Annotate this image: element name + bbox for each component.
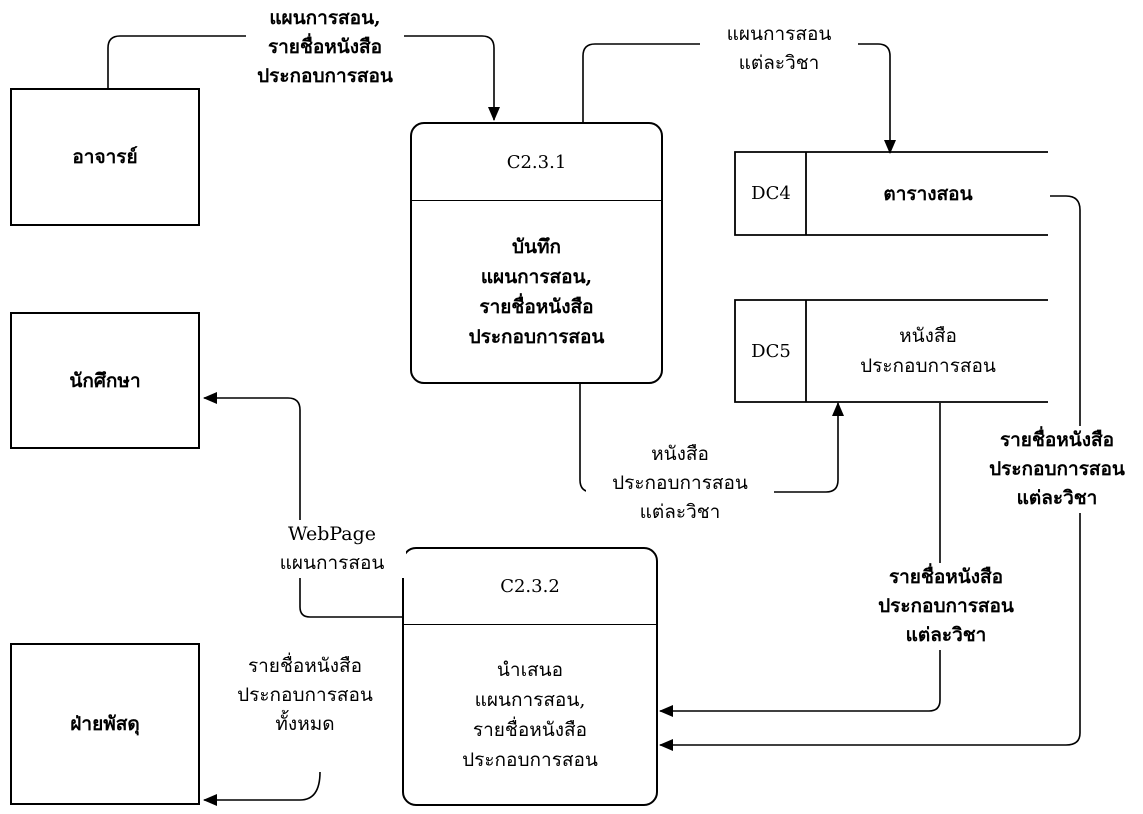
entity-teacher-label: อาจารย์ (72, 146, 138, 168)
flow-line-p2-to-student (203, 392, 402, 618)
store-dc4-name: ตารางสอน (883, 182, 973, 205)
entity-student: นักศึกษา (10, 312, 200, 449)
process-c231: C2.3.1 บันทึก แผนการสอน, รายชื่อหนังสือ … (410, 122, 663, 384)
flow-label-p2-to-student: WebPage แผนการสอน (258, 520, 406, 578)
process-c232-name: นำเสนอ แผนการสอน, รายชื่อหนังสือ ประกอบก… (462, 658, 598, 771)
entity-supplies: ฝ่ายพัสดุ (10, 643, 200, 805)
store-dc5-name: หนังสือ ประกอบการสอน (860, 325, 996, 377)
process-c232: C2.3.2 นำเสนอ แผนการสอน, รายชื่อหนังสือ … (402, 547, 658, 806)
flow-label-teacher-to-p1: แผนการสอน, รายชื่อหนังสือ ประกอบการสอน (246, 4, 404, 91)
flow-label-p1-to-dc5: หนังสือ ประกอบการสอน แต่ละวิชา (586, 440, 774, 527)
flow-label-dc5-to-p2: รายชื่อหนังสือ ประกอบการสอน แต่ละวิชา (852, 563, 1040, 650)
store-dc5-id: DC5 (751, 340, 791, 362)
store-dc5-outline (734, 299, 1048, 403)
entity-teacher: อาจารย์ (10, 88, 200, 226)
store-dc4-id: DC4 (751, 183, 791, 204)
process-c231-name: บันทึก แผนการสอน, รายชื่อหนังสือ ประกอบก… (468, 235, 605, 348)
process-c232-id: C2.3.2 (404, 549, 656, 625)
flow-label-p2-to-supplies: รายชื่อหนังสือ ประกอบการสอน ทั้งหมด (216, 652, 394, 739)
flow-label-p1-to-dc4: แผนการสอน แต่ละวิชา (700, 20, 858, 78)
process-c231-id: C2.3.1 (412, 124, 661, 201)
store-dc4-outline (734, 151, 1048, 236)
flow-line-dc5-to-p2 (659, 403, 941, 717)
entity-student-label: นักศึกษา (69, 369, 141, 392)
flow-label-dc4-to-p2: รายชื่อหนังสือ ประกอบการสอน แต่ละวิชา (968, 426, 1143, 513)
entity-supplies-label: ฝ่ายพัสดุ (70, 713, 140, 735)
flow-line-p2-to-supplies (203, 771, 321, 806)
